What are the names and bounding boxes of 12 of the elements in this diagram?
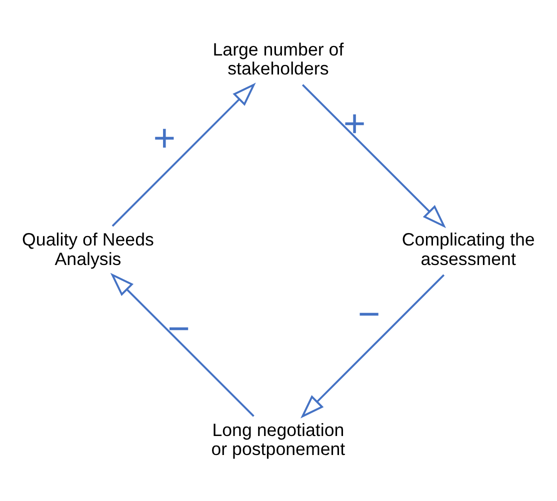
arrow	[112, 82, 256, 227]
arrow	[110, 272, 254, 417]
edge-label: +	[343, 102, 366, 146]
edge-label: −	[168, 307, 190, 350]
node-text: Long negotiation or postponement	[211, 420, 346, 459]
arrow	[302, 84, 446, 228]
arrow	[300, 274, 445, 418]
node-text: Complicating the assessment	[402, 230, 535, 269]
edge-label: +	[153, 117, 176, 160]
node-text: Quality of Needs Analysis	[22, 230, 154, 269]
edge-label: −	[358, 292, 380, 336]
node-text: Large number of stakeholders	[212, 39, 344, 79]
